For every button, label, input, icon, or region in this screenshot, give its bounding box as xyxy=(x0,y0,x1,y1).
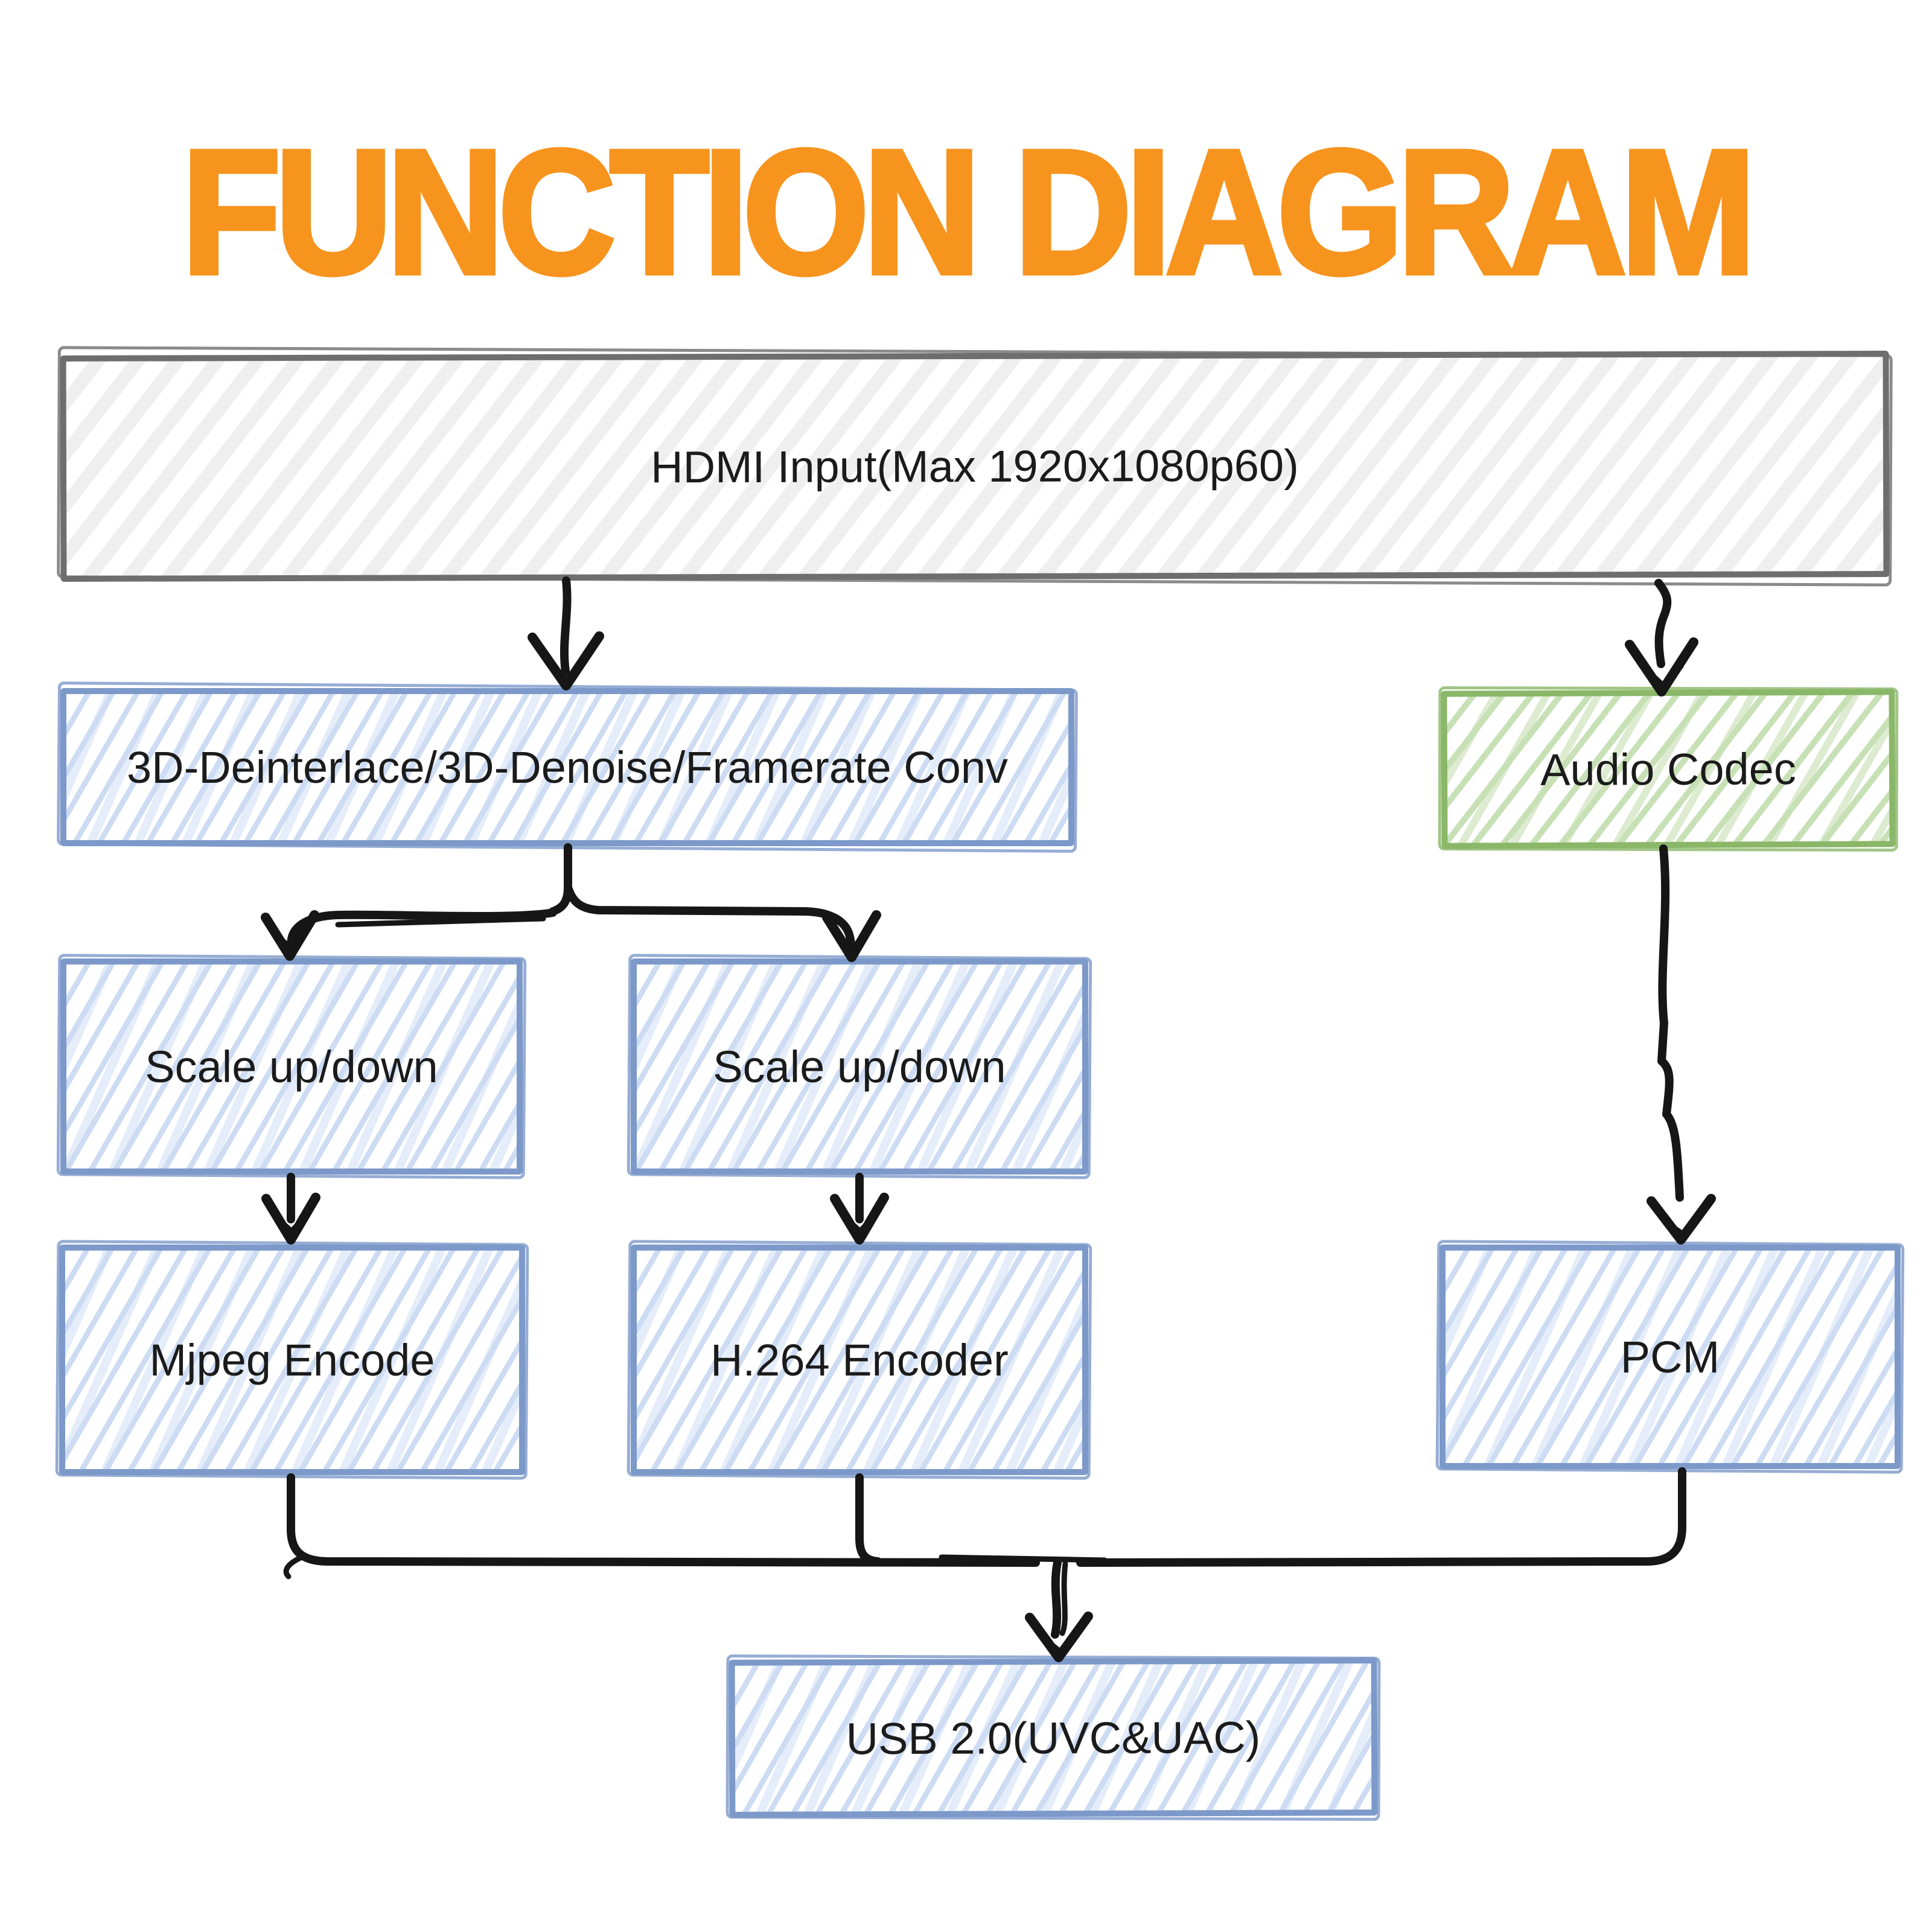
node-pcm: PCM xyxy=(1439,1245,1901,1469)
node-mjpeg-encode: Mjpeg Encode xyxy=(59,1245,525,1475)
arrow-preprocess-branch xyxy=(261,843,881,962)
node-preprocess-label: 3D-Deinterlace/3D-Denoise/Framerate Conv xyxy=(126,742,1009,792)
node-scale-left-label: Scale up/down xyxy=(145,1041,438,1092)
node-hdmi-input-label: HDMI Input(Max 1920x1080p60) xyxy=(651,440,1299,493)
node-scale-up-down-left: Scale up/down xyxy=(60,958,523,1175)
page-title: FUNCTION DIAGRAM xyxy=(179,113,1758,310)
arrow-merge-to-usb xyxy=(939,1554,1108,1662)
node-h264-label: H.264 Encoder xyxy=(710,1334,1009,1385)
node-scale-up-down-right: Scale up/down xyxy=(631,958,1088,1175)
arrow-hdmi-to-preprocess xyxy=(528,576,604,690)
arrow-scale-left-to-mjpeg xyxy=(261,1173,320,1245)
node-scale-right-label: Scale up/down xyxy=(713,1041,1006,1092)
arrow-scale-right-to-h264 xyxy=(830,1173,889,1245)
connector-h264-to-merge xyxy=(855,1473,882,1566)
node-hdmi-input: HDMI Input(Max 1920x1080p60) xyxy=(60,351,1890,582)
node-preprocess: 3D-Deinterlace/3D-Denoise/Framerate Conv xyxy=(60,688,1074,846)
node-audio-codec: Audio Codec xyxy=(1441,689,1896,849)
arrow-hdmi-to-audio-codec xyxy=(1625,579,1698,697)
node-pcm-label: PCM xyxy=(1620,1331,1720,1382)
node-h264-encoder: H.264 Encoder xyxy=(631,1245,1088,1475)
node-usb-output: USB 2.0(UVC&UAC) xyxy=(728,1657,1378,1818)
arrow-audio-codec-to-pcm xyxy=(1647,844,1716,1245)
connector-pcm-to-merge xyxy=(1076,1467,1686,1567)
node-audio-codec-label: Audio Codec xyxy=(1540,743,1797,795)
connector-mjpeg-to-merge xyxy=(283,1473,1040,1580)
node-usb-label: USB 2.0(UVC&UAC) xyxy=(846,1712,1261,1764)
node-mjpeg-label: Mjpeg Encode xyxy=(149,1334,435,1385)
